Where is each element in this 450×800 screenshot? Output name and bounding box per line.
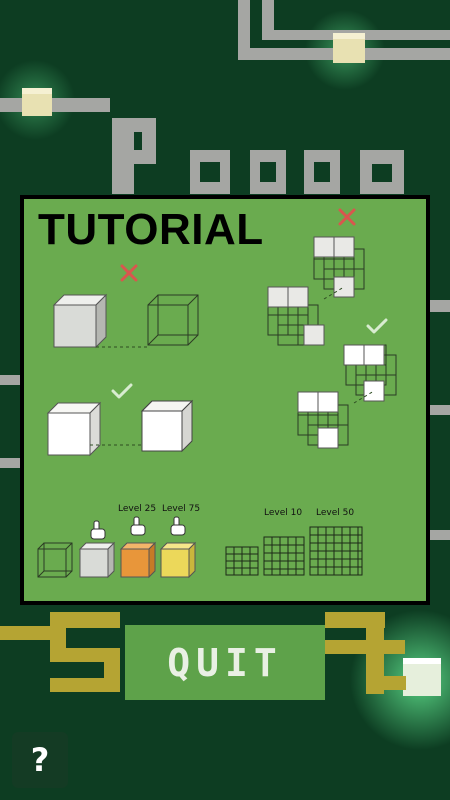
gray-cubes-upper — [313, 236, 355, 298]
solid-gray-cube — [52, 293, 108, 349]
gray-cube-sample — [78, 541, 116, 579]
grid-medium — [263, 536, 305, 576]
tap-hand-icon — [90, 520, 106, 540]
tutorial-panel: TUTORIAL Level 25 Level 75 Level 10 Leve… — [20, 195, 430, 605]
wireframe-cube — [147, 294, 199, 346]
gray-cubes-lower — [267, 286, 325, 346]
cross-icon — [120, 264, 138, 282]
orange-cube-sample — [119, 541, 157, 579]
level-label-yellow: Level 75 — [162, 504, 201, 514]
help-button[interactable]: ? — [12, 732, 68, 788]
question-mark-icon: ? — [30, 741, 50, 779]
empty-frame-cube — [37, 542, 73, 578]
white-cube — [46, 401, 102, 457]
tutorial-title: TUTORIAL — [38, 205, 264, 254]
tap-hand-icon — [170, 516, 186, 536]
white-cube-in-frame — [140, 399, 194, 453]
check-icon — [111, 383, 133, 399]
level-label-grid-small: Level 10 — [264, 508, 303, 518]
tap-hand-icon — [130, 516, 146, 536]
quit-button[interactable]: QUIT — [125, 625, 325, 700]
yellow-cube-sample — [159, 541, 197, 579]
grid-small — [225, 546, 259, 576]
grid-large — [309, 526, 363, 576]
tutorial-illustrations — [37, 208, 397, 579]
level-label-orange: Level 25 — [118, 504, 157, 514]
level-label-grid-large: Level 50 — [316, 508, 355, 518]
